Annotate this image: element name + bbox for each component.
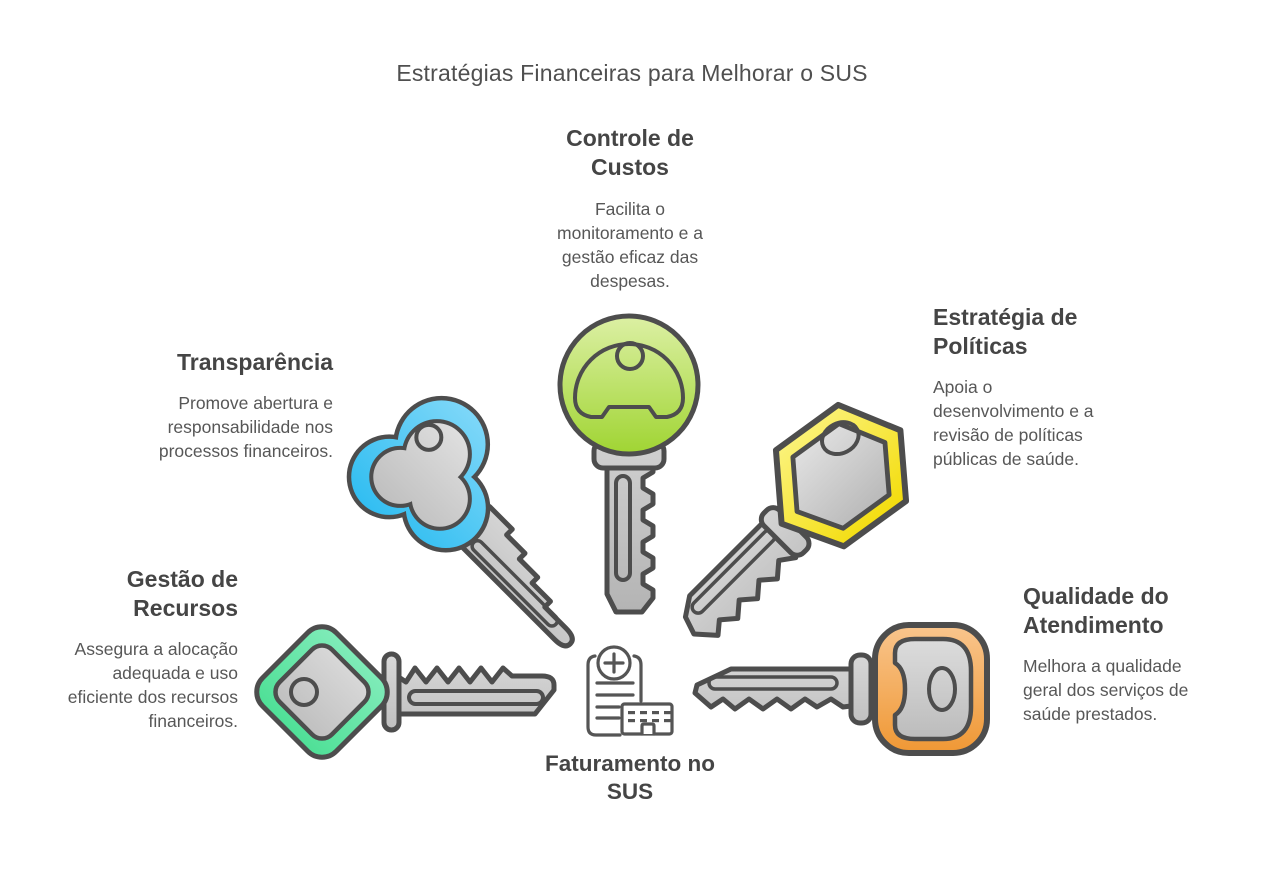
strategy-heading: Estratégia de Políticas: [933, 304, 1078, 359]
hospital-billing-icon: [583, 643, 678, 743]
key-head-inner: [892, 636, 974, 742]
key-hole: [820, 420, 861, 457]
square-head-key-icon: [683, 609, 993, 769]
key-hole: [289, 677, 319, 707]
strategy-block-estrategia-de-politicas: Estratégia de Políticas Apoia o desenvol…: [933, 303, 1133, 471]
strategy-description: Melhora a qualidade geral dos serviços d…: [1023, 656, 1189, 724]
invoice-left-edge: [586, 654, 622, 737]
strategy-heading: Transparência: [177, 349, 333, 375]
key-head-inner: [573, 342, 685, 419]
strategy-description: Apoia o desenvolvimento e a revisão de p…: [933, 377, 1094, 469]
key-head: [742, 378, 939, 575]
key-collar: [848, 652, 874, 726]
strategy-description: Promove abertura e responsabilidade nos …: [158, 393, 333, 461]
strategy-block-gestao-de-recursos: Gestão de Recursos Assegura a alocação a…: [22, 565, 238, 733]
invoice-text-lines: [595, 681, 635, 720]
key-groove: [707, 675, 839, 691]
key-head-inner: [273, 643, 371, 741]
key-groove: [614, 474, 632, 582]
strategy-description: Facilita o monitoramento e a gestão efic…: [557, 199, 703, 291]
center-label-block: Faturamento no SUS: [525, 750, 735, 806]
hospital-door: [640, 722, 656, 736]
hex-head-key-icon: [622, 364, 954, 696]
key-hole: [615, 341, 645, 371]
strategy-heading: Gestão de Recursos: [126, 566, 238, 621]
key-head: [346, 395, 491, 553]
medical-cross: [603, 652, 625, 674]
strategy-heading: Qualidade do Atendimento: [1023, 583, 1169, 638]
key-groove: [407, 689, 545, 706]
strategy-block-controle-de-custos: Controle de Custos Facilita o monitorame…: [502, 124, 758, 293]
strategy-block-transparencia: Transparência Promove abertura e respons…: [103, 348, 333, 463]
key-head: [557, 313, 701, 457]
key-hole: [927, 666, 957, 712]
strategy-description: Assegura a alocação adequada e uso efici…: [67, 639, 238, 731]
key-hole: [414, 422, 444, 452]
strategy-block-qualidade-do-atendimento: Qualidade do Atendimento Melhora a quali…: [1023, 582, 1223, 726]
page-title: Estratégias Financeiras para Melhorar o …: [396, 60, 868, 86]
strategy-heading: Controle de Custos: [566, 125, 694, 180]
diamond-head-key-icon: [254, 612, 564, 772]
cloud-head-key-icon: [313, 371, 645, 703]
hospital-windows: [628, 711, 671, 723]
invoice-right-edge: [632, 654, 643, 703]
round-head-key-icon: [554, 312, 704, 622]
center-label: Faturamento no SUS: [544, 751, 715, 804]
